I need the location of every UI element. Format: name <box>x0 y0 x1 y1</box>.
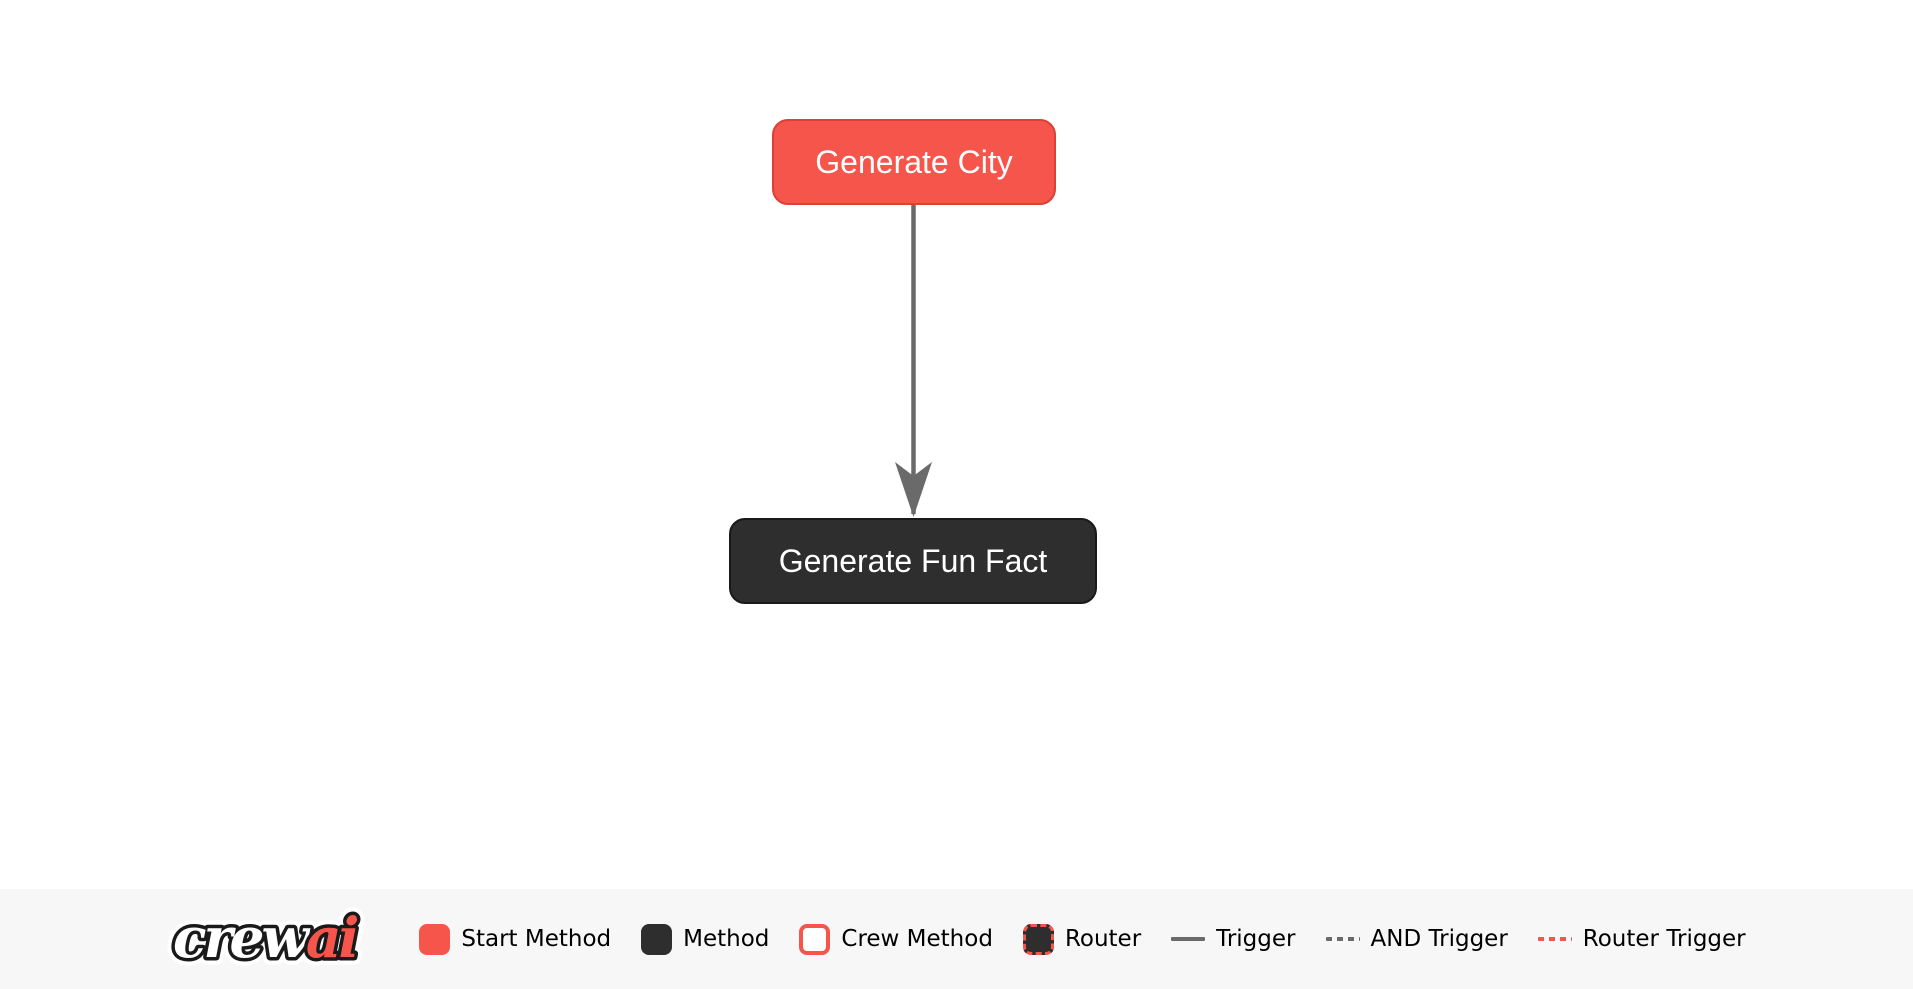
legend-label: Start Method <box>461 926 612 952</box>
node-label: Generate Fun Fact <box>778 542 1048 579</box>
node-generate-city[interactable]: Generate City <box>772 119 1056 205</box>
legend-label: AND Trigger <box>1370 926 1508 952</box>
legend-label: Router <box>1064 926 1142 952</box>
legend-label: Method <box>683 926 770 952</box>
svg-text:crewai: crewai <box>173 905 357 970</box>
trigger-edge <box>895 205 932 517</box>
legend-item-and-trigger: AND Trigger <box>1325 926 1508 952</box>
trigger-line-icon <box>1171 937 1206 941</box>
crewai-logo-icon: crewai crewai <box>167 901 368 977</box>
edge-arrowhead-icon <box>895 462 932 517</box>
node-generate-fun-fact[interactable]: Generate Fun Fact <box>729 518 1097 604</box>
crew-method-swatch-icon <box>799 923 831 955</box>
flow-canvas[interactable]: Generate City Generate Fun Fact <box>0 0 1913 889</box>
legend-item-router: Router <box>1022 923 1142 955</box>
method-swatch-icon <box>641 923 673 955</box>
svg-text:crewai: crewai <box>173 905 357 970</box>
legend-item-crew-method: Crew Method <box>799 923 993 955</box>
legend-label: Trigger <box>1216 926 1296 952</box>
node-label: Generate City <box>815 143 1013 180</box>
legend-label: Router Trigger <box>1582 926 1746 952</box>
start-method-swatch-icon <box>419 923 451 955</box>
router-swatch-icon <box>1022 923 1054 955</box>
legend-label: Crew Method <box>841 926 993 952</box>
legend-item-router-trigger: Router Trigger <box>1537 926 1746 952</box>
legend-bar: crewai crewai Start Method Method Crew M… <box>0 889 1913 989</box>
and-trigger-line-icon <box>1325 937 1360 941</box>
legend-item-start-method: Start Method <box>419 923 612 955</box>
legend-item-method: Method <box>641 923 770 955</box>
crewai-logo: crewai crewai <box>167 901 389 977</box>
legend-item-trigger: Trigger <box>1171 926 1296 952</box>
router-trigger-line-icon <box>1537 937 1572 941</box>
